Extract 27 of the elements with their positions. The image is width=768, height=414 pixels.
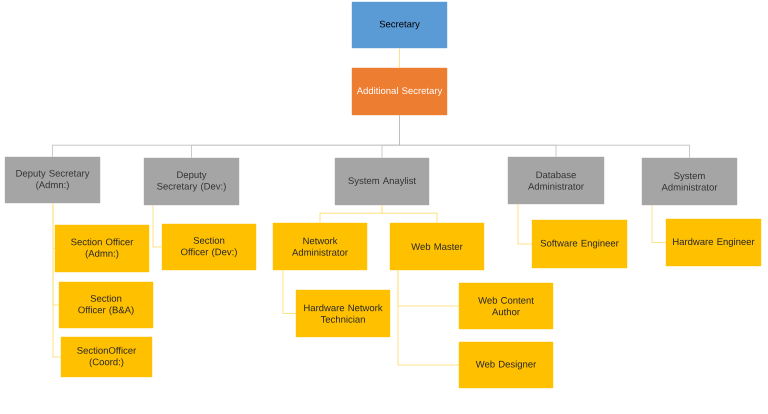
role-box: Network Administrator <box>272 222 368 270</box>
role-box: Section Officer (B&A) <box>58 282 154 328</box>
role-box: Section Officer (Dev:) <box>162 224 256 270</box>
connector-line <box>518 204 532 244</box>
role-box: System Anaylist <box>334 158 430 206</box>
role-box: SectionOfficer (Coord:) <box>60 336 152 378</box>
connector-line <box>398 270 460 366</box>
role-box: Web Master <box>390 222 484 270</box>
connector-line <box>399 114 690 158</box>
connector-line <box>399 48 400 68</box>
connector-line <box>52 202 62 358</box>
role-box: Database Administrator <box>508 156 604 204</box>
role-box: Deputy Secretary (Admn:) <box>4 156 100 204</box>
role-box: System Administrator <box>642 158 738 206</box>
role-box: Software Engineer <box>532 220 628 268</box>
role-box: Hardware Network Technician <box>296 290 390 338</box>
role-box: Web Designer <box>458 342 554 388</box>
role-box: Web Content Author <box>458 282 554 330</box>
role-box: Additional Secretary <box>352 68 448 116</box>
connector-line <box>282 270 296 314</box>
connector-line <box>652 204 666 243</box>
role-box: Section Officer (Admn:) <box>54 224 150 272</box>
role-box: Deputy Secretary (Dev:) <box>144 158 240 206</box>
connector-line <box>382 204 438 224</box>
role-box: Hardware Engineer <box>666 218 762 266</box>
title-box: Secretary <box>352 2 448 48</box>
connector-line <box>152 204 162 248</box>
